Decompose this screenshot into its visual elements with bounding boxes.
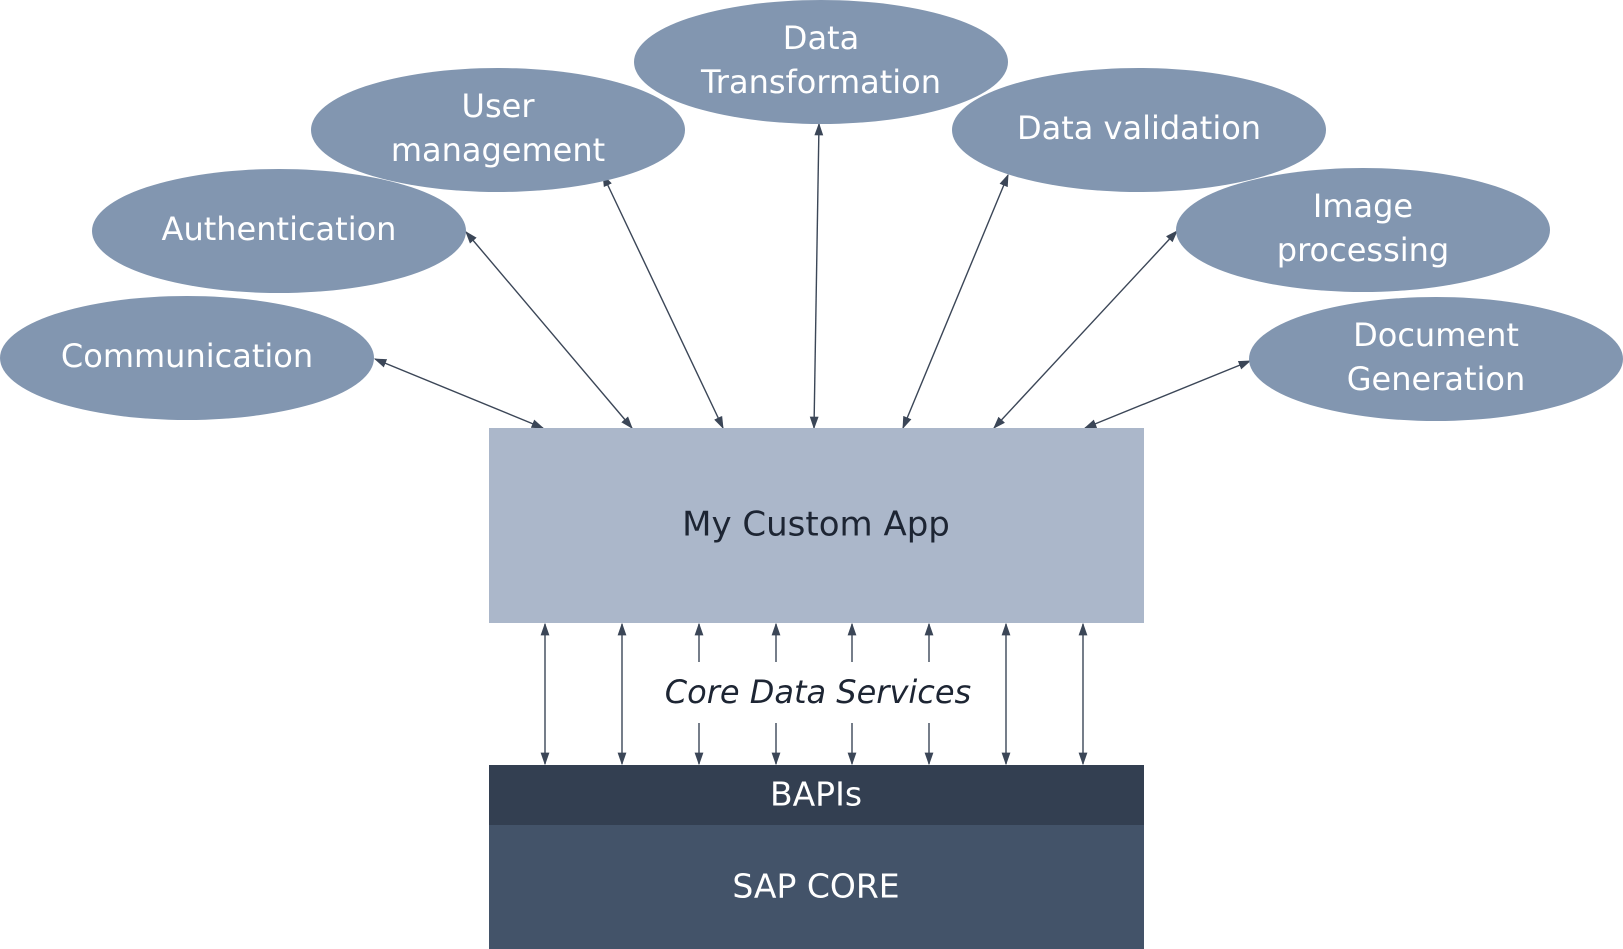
data-validation-ellipse [952,68,1326,192]
image-processing-connector [993,230,1178,429]
authentication-ellipse [92,169,466,293]
image-processing-ellipse [1176,168,1550,292]
user-management-connector [602,173,724,430]
node-user-management: User management [311,68,685,192]
document-generation-label-line-1: Document [1353,316,1519,354]
document-generation-label-line-2: Generation [1347,360,1526,398]
sap-core-label: SAP CORE [732,867,899,906]
node-authentication: Authentication [92,169,466,293]
service-nodes: Communication Authentication User managemen… [0,0,1623,421]
data-transformation-ellipse [634,0,1008,124]
user-management-ellipse [311,68,685,192]
authentication-label-line-1: Authentication [162,210,397,248]
node-image-processing: Image processing [1176,168,1550,292]
document-generation-ellipse [1249,297,1623,421]
connector-layer [373,122,1252,766]
communication-connector [373,358,545,429]
node-communication: Communication [0,296,374,420]
custom-app-box [489,428,1144,623]
sap-core-block [489,825,1144,949]
bapis-bar [489,765,1144,825]
document-generation-connector [1083,360,1252,429]
data-validation-connector [902,173,1009,430]
communication-label-line-1: Communication [61,337,313,375]
custom-app-label: My Custom App [682,505,950,545]
image-processing-label-line-2: processing [1277,231,1449,269]
user-management-label-line-1: User [462,87,536,125]
data-transformation-label-line-2: Transformation [700,63,941,101]
data-transformation-label-line-1: Data [783,19,859,57]
authentication-connector [465,231,633,429]
data-validation-label-line-1: Data validation [1017,109,1261,147]
image-processing-label-line-1: Image [1313,187,1413,225]
user-management-label-line-2: management [391,131,605,169]
core-data-services-label: Core Data Services [665,673,971,711]
bapis-label: BAPIs [770,775,862,814]
communication-ellipse [0,296,374,420]
node-data-validation: Data validation [952,68,1326,192]
data-transformation-connector [809,122,824,430]
